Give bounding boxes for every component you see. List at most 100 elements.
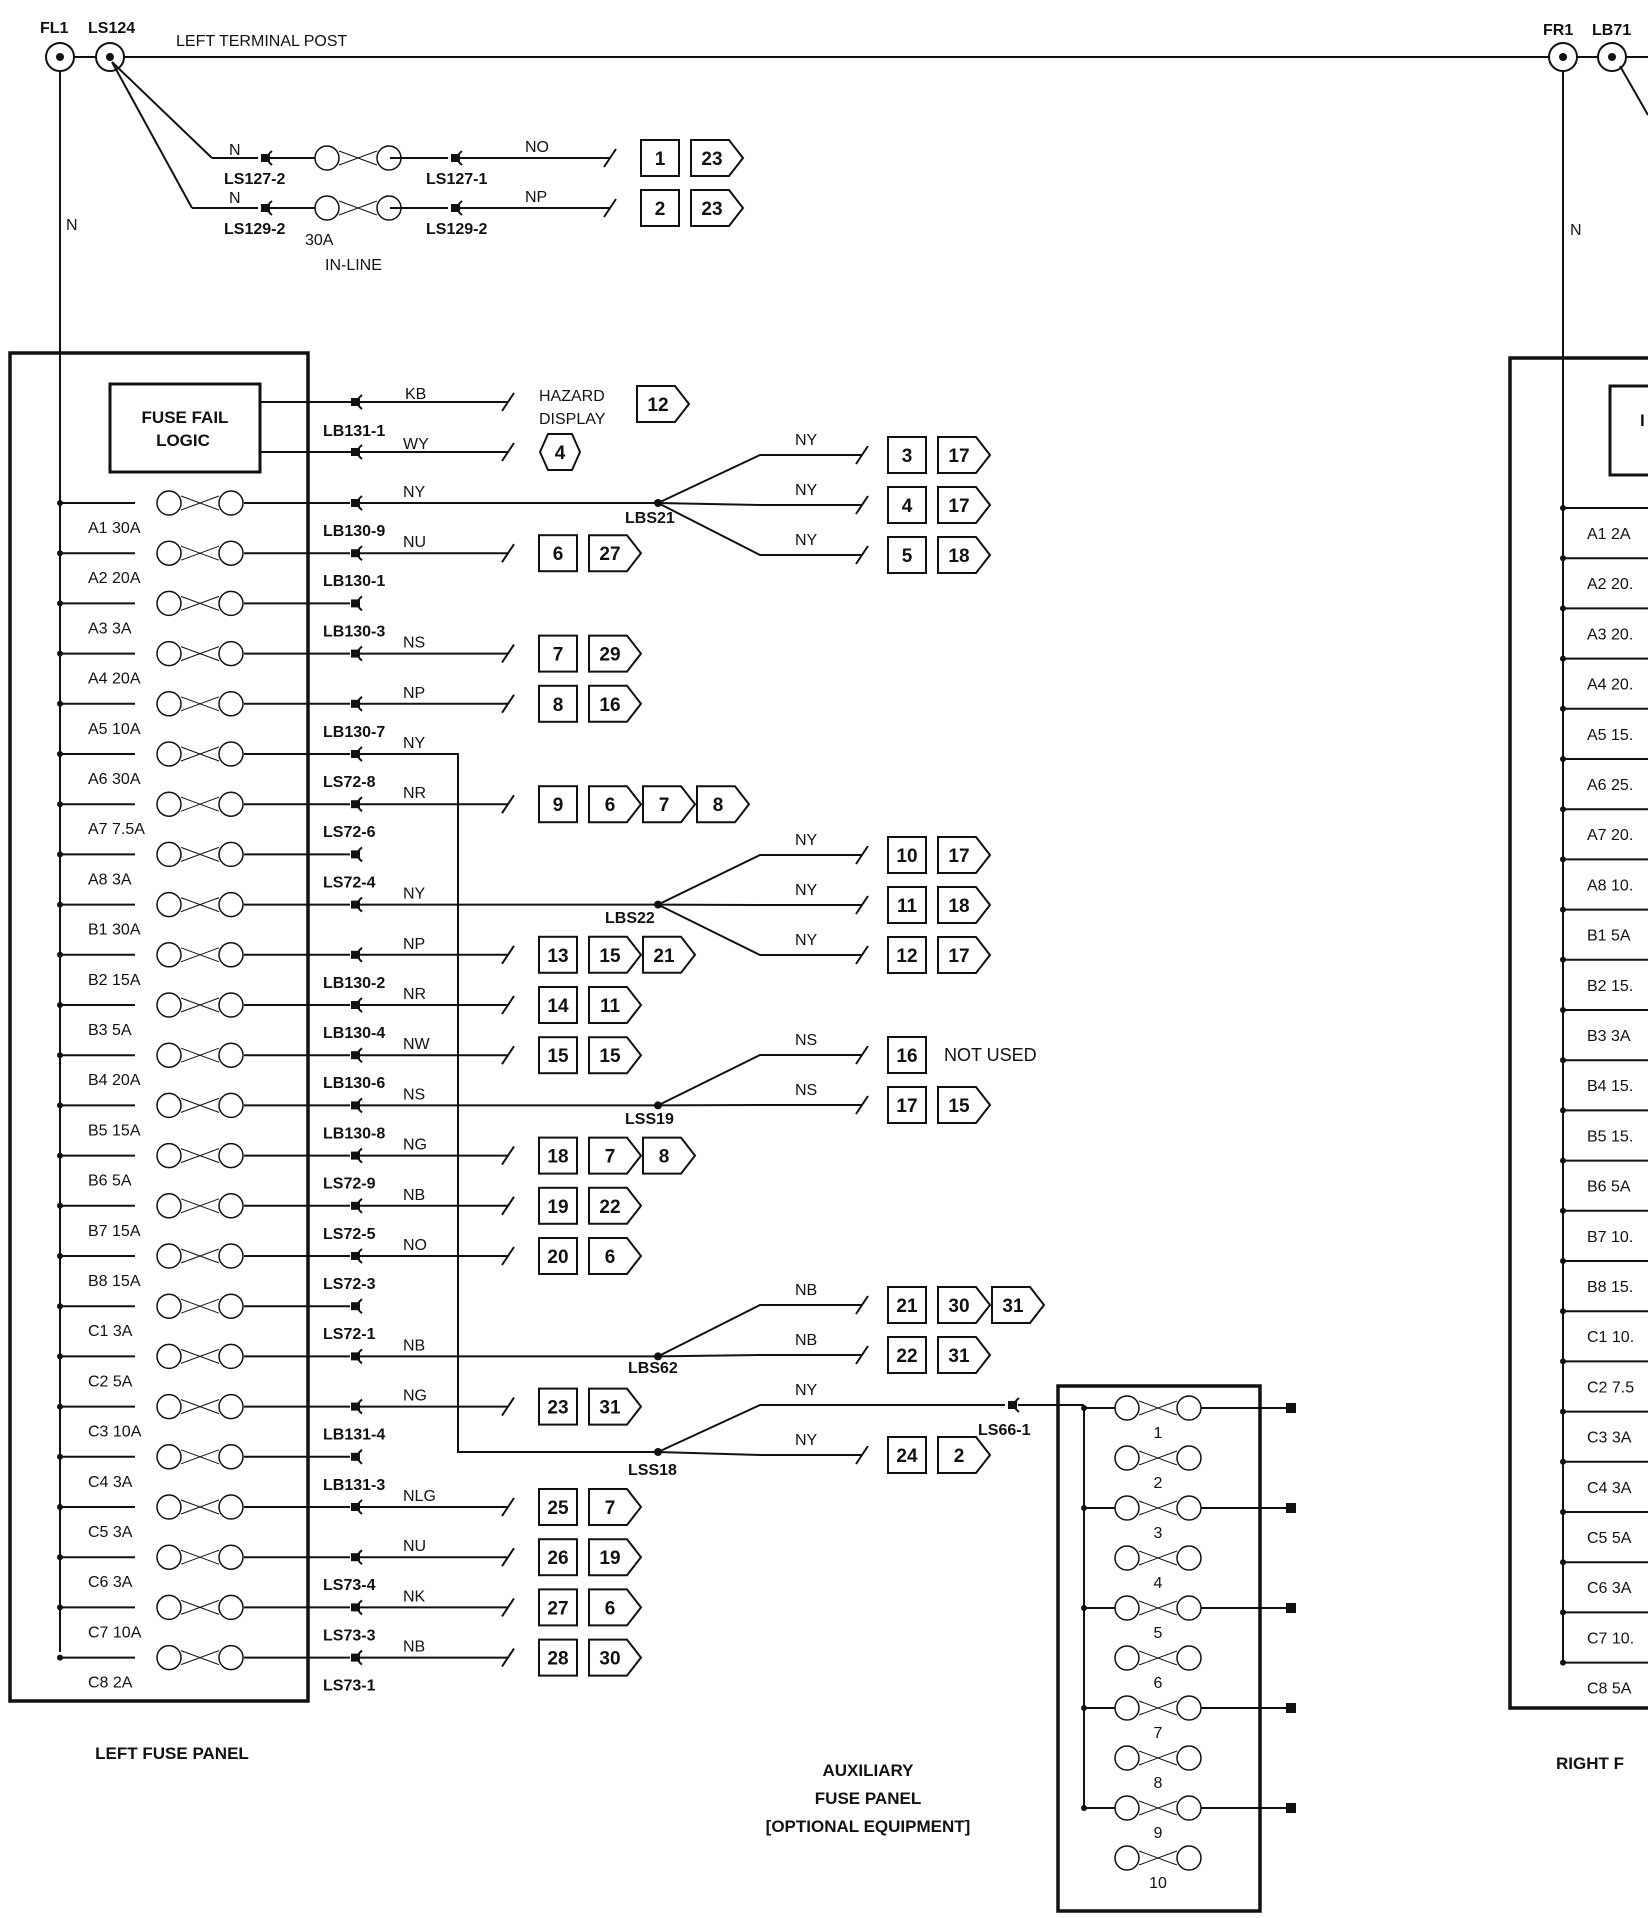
splice-3-branch-0-refs-arrow-0-text: 30 — [948, 1296, 969, 1317]
aux-fuse-label-3: 4 — [1154, 1575, 1163, 1592]
splice-2-branch-1-refs-ref-0-box — [887, 1086, 927, 1124]
left-fuse-label-1: A2 20A — [88, 570, 141, 587]
splice-0-branch-2-refs-arrow-0-shape — [937, 536, 992, 574]
right-fuse-label-14: B7 10. — [1587, 1229, 1633, 1246]
left-fuse-8-left-icon — [156, 891, 182, 918]
left-fuse-13-link-icon — [180, 1148, 220, 1164]
left-fuse-label-10: B3 5A — [88, 1022, 132, 1039]
left-fuse-6-right-icon — [218, 791, 244, 817]
right-fuse-node-15 — [1560, 1258, 1566, 1264]
left-fuse-23-link-icon — [180, 1650, 220, 1666]
inline-wire-label-1: NP — [525, 189, 547, 206]
circuit-14-break — [501, 1196, 515, 1216]
circuit-conn-label-16: LS72-1 — [323, 1326, 376, 1343]
splice-3-branch-1-refs-ref-0-text: 22 — [896, 1346, 917, 1367]
right-panel-title: RIGHT F — [1556, 1754, 1624, 1773]
left-fuse-19-left-icon — [156, 1444, 182, 1470]
circuit-refs-6-arrow-0-shape — [588, 785, 643, 824]
circuit-refs-1-arrow-0-shape — [588, 534, 643, 573]
left-fuse-5 — [156, 741, 244, 767]
inline-fuse-0-left-icon — [314, 145, 340, 171]
splice-3-branch-1-refs-ref-0-box — [887, 1336, 927, 1374]
circuit-refs-11-ref-0-box — [538, 1036, 578, 1075]
splice-4-branch-1-refs-arrow-0-shape — [937, 1436, 992, 1474]
left-n-label: N — [66, 217, 78, 234]
circuit-refs-15-arrow-0-shape — [588, 1237, 643, 1275]
left-fuse-12-link-icon — [180, 1097, 220, 1113]
aux-fuse-label-0: 1 — [1154, 1425, 1163, 1442]
logic-conn-1-pin — [351, 398, 360, 406]
circuit-refs-20-ref-0-box — [538, 1488, 578, 1526]
circuit-conn-23-pin — [351, 1653, 360, 1662]
left-fuse-18-left-icon — [156, 1393, 182, 1420]
left-fuse-7-link-icon — [180, 846, 220, 862]
circuit-wire-label-8: NY — [403, 886, 426, 903]
aux-panel-frame — [1056, 1384, 1262, 1913]
left-fuse-7-right-icon — [218, 841, 244, 868]
left-fuse-22-left-icon — [156, 1594, 182, 1621]
circuit-refs-14-arrow-0-shape — [588, 1186, 643, 1225]
circuit-refs-21-ref-0-box — [538, 1538, 578, 1577]
circuit-refs-9-arrow-0-text: 15 — [599, 946, 621, 967]
splice-3-branch-0-wire-label: NB — [795, 1282, 817, 1299]
splice-0-branch-2-break — [855, 545, 869, 565]
right-fuse-label-22: C7 10. — [1587, 1630, 1634, 1647]
aux-fuse-label-6: 7 — [1154, 1725, 1163, 1742]
terminal-fr1-dot — [1559, 53, 1567, 61]
left-fuse-5-right-icon — [218, 741, 244, 767]
splice-0-branch-1-wire-label: NY — [795, 482, 818, 499]
circuit-refs-15-ref-0-text: 20 — [547, 1247, 568, 1268]
circuit-refs-20-arrow-0-shape — [588, 1488, 643, 1526]
left-fuse-0 — [156, 490, 244, 516]
left-fuse-2-link-icon — [180, 595, 220, 611]
left-fuse-label-3: A4 20A — [88, 671, 141, 688]
left-fuse-14-left-icon — [156, 1193, 182, 1219]
aux-pin-4 — [1286, 1603, 1296, 1613]
left-fuse-label-13: B6 5A — [88, 1173, 132, 1190]
inline-rating-line-1: 30A — [305, 232, 334, 249]
left-fuse-21-left-icon — [156, 1544, 182, 1570]
circuit-20-break — [501, 1497, 515, 1517]
right-fuse-label-1: A2 20. — [1587, 576, 1633, 593]
left-fuse-18-link-icon — [180, 1399, 220, 1415]
left-fuse-11-link-icon — [180, 1047, 220, 1063]
left-fuse-panel: FUSE FAIL LOGIC LEFT FUSE PANEL A1 30AA2… — [8, 351, 310, 1763]
circuit-refs-9-arrow-1-shape — [642, 935, 697, 974]
inline-refs-1-arrow-0-shape — [690, 189, 745, 227]
right-fuse-node-14 — [1560, 1207, 1566, 1214]
aux-fuse-label-9: 10 — [1149, 1875, 1167, 1892]
splice-0-branch-0-refs-ref-0-text: 3 — [902, 446, 913, 467]
left-fuse-11 — [156, 1042, 244, 1068]
left-panel-title: LEFT FUSE PANEL — [95, 1744, 249, 1763]
right-fuse-node-17 — [1560, 1358, 1566, 1365]
left-fuse-9-right-icon — [218, 942, 244, 968]
circuit-conn-label-22: LS73-3 — [323, 1627, 376, 1644]
circuit-conn-16-pin — [351, 1302, 360, 1311]
left-fuse-17 — [156, 1343, 244, 1370]
aux-fuse-1-left-icon — [1114, 1445, 1140, 1471]
logic-1-break — [501, 392, 515, 412]
right-fuse-label-13: B6 5A — [1587, 1179, 1631, 1196]
splice-label-4: LSS18 — [628, 1462, 677, 1479]
circuit-refs-1-ref-0-text: 6 — [553, 544, 564, 565]
aux-fuse-label-5: 6 — [1154, 1675, 1163, 1692]
left-fuse-10-left-icon — [156, 992, 182, 1018]
inline-rating-line-2: IN-LINE — [325, 257, 382, 274]
hazard-label-2: DISPLAY — [539, 411, 606, 428]
right-fuse-node-7 — [1560, 856, 1566, 863]
aux-fuse-8-left-icon — [1114, 1795, 1140, 1821]
left-fuse-20-right-icon — [218, 1494, 244, 1520]
left-fuse-17-link-icon — [180, 1348, 220, 1364]
circuit-22-break — [501, 1597, 515, 1617]
splice-2-branch-1-refs-ref-0-text: 17 — [896, 1096, 917, 1117]
circuit-refs-9-arrow-1-text: 21 — [653, 946, 675, 967]
splice-0-branch-1-refs-ref-0-box — [887, 486, 927, 524]
terminal-fl1-dot — [56, 53, 64, 61]
left-fuse-13-right-icon — [218, 1142, 244, 1169]
right-fuse-node-11 — [1560, 1057, 1566, 1064]
splice-3-branch-0-refs-arrow-1-text: 31 — [1002, 1296, 1024, 1317]
circuit-conn-label-11: LB130-6 — [323, 1075, 385, 1092]
left-fuse-15 — [156, 1243, 244, 1269]
circuit-conn-label-23: LS73-1 — [323, 1678, 376, 1695]
